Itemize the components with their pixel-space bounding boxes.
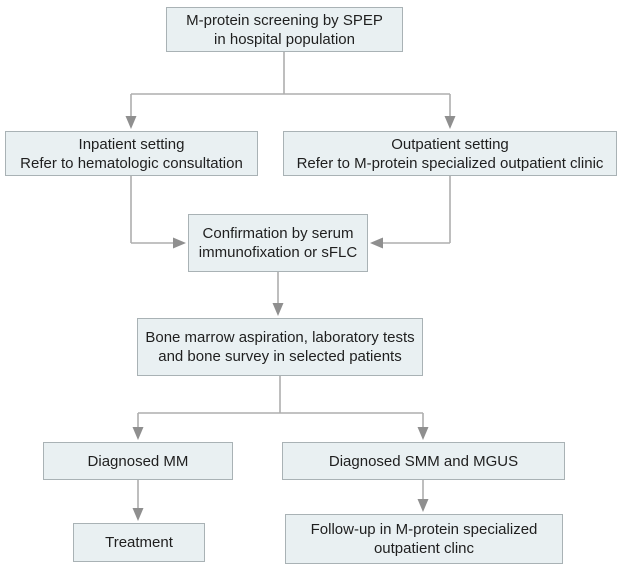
node-inpatient-label: Inpatient setting Refer to hematologic c… [20,135,243,172]
node-diagnosed-smm-mgus: Diagnosed SMM and MGUS [282,442,565,480]
node-outpatient-label: Outpatient setting Refer to M-protein sp… [296,135,604,172]
node-screening-label: M-protein screening by SPEP in hospital … [186,11,383,48]
arrowhead [417,499,429,512]
connector-mm-to-treatment [132,480,144,521]
node-outpatient-setting: Outpatient setting Refer to M-protein sp… [283,131,617,176]
node-bone-marrow: Bone marrow aspiration, laboratory tests… [137,318,423,376]
arrowhead [132,427,144,440]
node-inpatient-setting: Inpatient setting Refer to hematologic c… [5,131,258,176]
connector-screening-to-settings [125,52,456,129]
node-follow-up-label: Follow-up in M-protein specialized outpa… [310,521,538,557]
node-diagnosed-mm-label: Diagnosed MM [87,452,189,470]
node-treatment-label: Treatment [105,534,173,551]
connector-smm-to-followup [417,480,429,512]
arrowhead [444,116,456,129]
arrowhead [132,508,144,521]
arrowhead [173,237,186,249]
connector-outpatient-to-confirmation [370,176,451,249]
arrowhead [417,427,429,440]
arrowhead [125,116,137,129]
node-confirmation: Confirmation by serum immunofixation or … [188,214,368,272]
node-follow-up: Follow-up in M-protein specialized outpa… [285,514,563,564]
node-bone-marrow-label: Bone marrow aspiration, laboratory tests… [145,329,415,365]
connector-bonemarrow-to-diagnosis [132,376,429,440]
arrowhead [272,303,284,316]
node-diagnosed-mm: Diagnosed MM [43,442,233,480]
node-treatment: Treatment [73,523,205,562]
node-diagnosed-smm-mgus-label: Diagnosed SMM and MGUS [328,452,519,470]
connector-confirmation-to-bonemarrow [272,272,284,316]
connector-inpatient-to-confirmation [130,176,186,249]
arrowhead [370,237,383,249]
node-screening: M-protein screening by SPEP in hospital … [166,7,403,52]
node-confirmation-label: Confirmation by serum immunofixation or … [198,225,358,261]
